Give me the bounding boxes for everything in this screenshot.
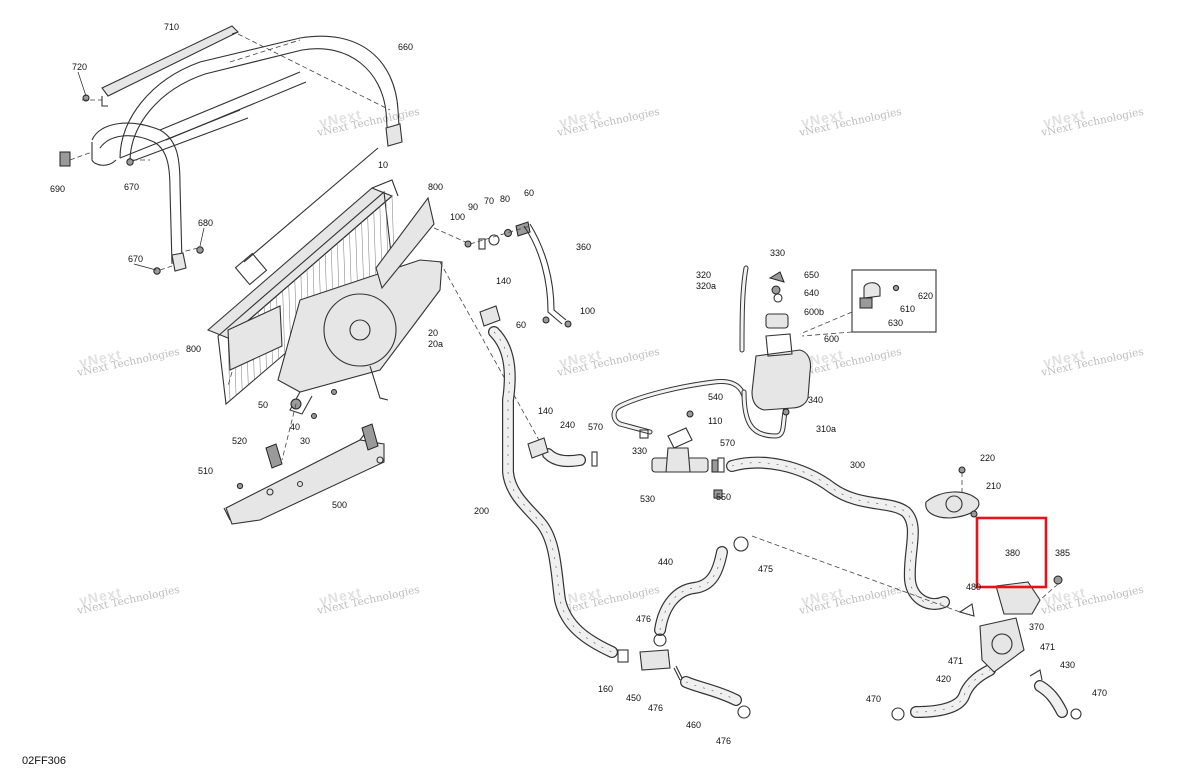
callout-320: 320 — [696, 270, 711, 280]
callout-50: 50 — [258, 400, 268, 410]
callout-670: 670 — [124, 182, 139, 192]
callout-670: 670 — [128, 254, 143, 264]
callout-630: 630 — [888, 318, 903, 328]
callout-340: 340 — [808, 395, 823, 405]
callout-220: 220 — [980, 453, 995, 463]
highlight-box — [975, 516, 1048, 589]
callout-475: 475 — [758, 564, 773, 574]
callout-480: 480 — [966, 582, 981, 592]
callout-leader — [77, 71, 87, 97]
callout-110: 110 — [708, 416, 722, 426]
callout-570: 570 — [588, 422, 603, 432]
callout-140: 140 — [538, 406, 553, 416]
callout-80: 80 — [500, 194, 510, 204]
callout-600b: 600b — [804, 307, 824, 317]
callout-40: 40 — [290, 422, 300, 432]
skid-plate-assembly — [223, 423, 385, 525]
callout-660: 660 — [398, 42, 413, 52]
callout-470: 470 — [1092, 688, 1107, 698]
callout-100: 100 — [450, 212, 465, 222]
callout-640: 640 — [804, 288, 819, 298]
callout-360: 360 — [576, 242, 591, 252]
callout-690: 690 — [50, 184, 65, 194]
callout-380: 380 — [1005, 548, 1020, 558]
callout-476: 476 — [716, 736, 731, 746]
callout-471: 471 — [948, 656, 963, 666]
callout-385: 385 — [1055, 548, 1070, 558]
callout-500: 500 — [332, 500, 347, 510]
callout-800: 800 — [186, 344, 201, 354]
callout-90: 90 — [468, 202, 478, 212]
callout-330: 330 — [770, 248, 785, 258]
callout-520: 520 — [232, 436, 247, 446]
callout-710: 710 — [164, 22, 179, 32]
callout-140: 140 — [496, 276, 511, 286]
callout-240: 240 — [560, 420, 575, 430]
callout-210: 210 — [986, 481, 1001, 491]
callout-460: 460 — [686, 720, 701, 730]
callout-470: 470 — [866, 694, 881, 704]
callout-680: 680 — [198, 218, 213, 228]
callout-60: 60 — [524, 188, 534, 198]
callout-10: 10 — [378, 160, 388, 170]
callout-550: 550 — [716, 492, 731, 502]
callout-610: 610 — [900, 304, 915, 314]
callout-570: 570 — [720, 438, 735, 448]
callout-420: 420 — [936, 674, 951, 684]
callout-leader — [199, 227, 205, 247]
callout-30: 30 — [300, 436, 310, 446]
callout-440: 440 — [658, 557, 673, 567]
callout-200: 200 — [474, 506, 489, 516]
callout-476: 476 — [636, 614, 651, 624]
callout-720: 720 — [72, 62, 87, 72]
callout-650: 650 — [804, 270, 819, 280]
callout-471: 471 — [1040, 642, 1055, 652]
callout-510: 510 — [198, 466, 213, 476]
callout-540: 540 — [708, 392, 723, 402]
callout-320a: 320a — [696, 281, 716, 291]
callout-160: 160 — [598, 684, 613, 694]
coolant-reservoir — [751, 269, 937, 416]
callout-100: 100 — [580, 306, 595, 316]
roll-bar-assembly — [59, 25, 403, 275]
callout-476: 476 — [648, 703, 663, 713]
callout-620: 620 — [918, 291, 933, 301]
drawing-code: 02FF306 — [22, 755, 66, 767]
callout-300: 300 — [850, 460, 865, 470]
callout-60: 60 — [516, 320, 526, 330]
callout-leader — [133, 263, 157, 271]
callout-20a: 20a — [428, 339, 443, 349]
callout-530: 530 — [640, 494, 655, 504]
callout-450: 450 — [626, 693, 641, 703]
fittings-and-clamps — [527, 410, 1082, 721]
coolant-hoses — [488, 265, 1068, 718]
callout-70: 70 — [484, 196, 494, 206]
callout-330: 330 — [632, 446, 647, 456]
callout-800: 800 — [428, 182, 443, 192]
radiator-assembly — [206, 147, 541, 461]
callout-370: 370 — [1029, 622, 1044, 632]
callout-600: 600 — [824, 334, 839, 344]
bracket-fasteners — [464, 221, 572, 328]
callout-20: 20 — [428, 328, 438, 338]
callout-310a: 310a — [816, 424, 836, 434]
callout-430: 430 — [1060, 660, 1075, 670]
